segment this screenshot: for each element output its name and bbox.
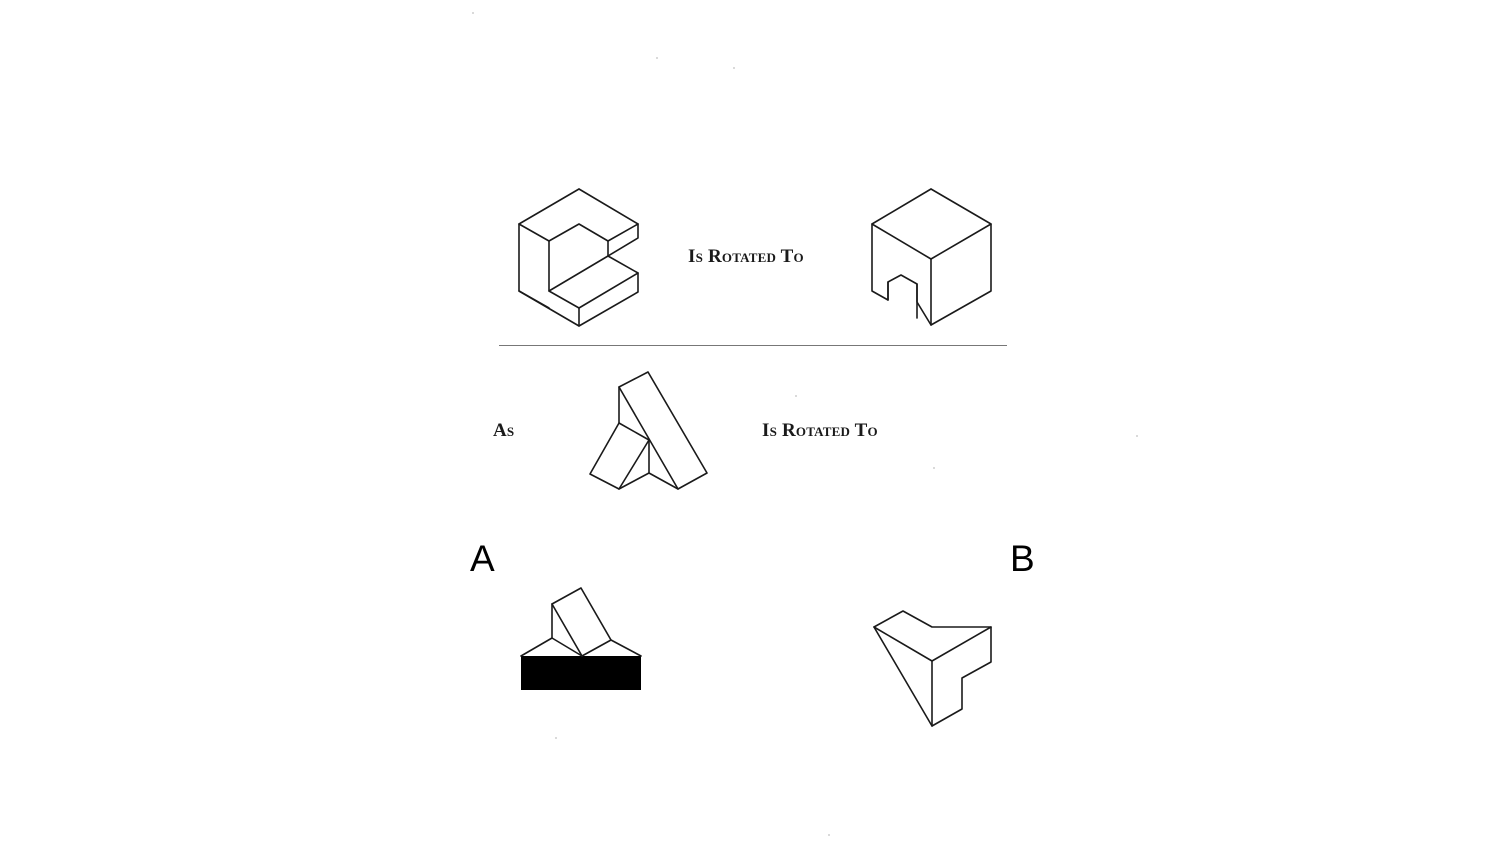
paper-speck [656, 57, 658, 59]
paper-speck [733, 67, 735, 69]
question-as-label: As [493, 420, 515, 441]
option-a-letter: A [470, 538, 495, 579]
paper-speck [795, 395, 797, 397]
example-rotated-to-label: Is Rotated To [688, 246, 804, 267]
paper-speck [555, 737, 557, 739]
question-rotated-to-label: Is Rotated To [762, 420, 878, 441]
paper-speck [1136, 435, 1138, 437]
paper-speck [472, 12, 474, 14]
section-divider [499, 345, 1007, 346]
paper-speck [828, 834, 830, 836]
option-b-letter: B [1010, 538, 1035, 579]
paper-speck [933, 467, 935, 469]
